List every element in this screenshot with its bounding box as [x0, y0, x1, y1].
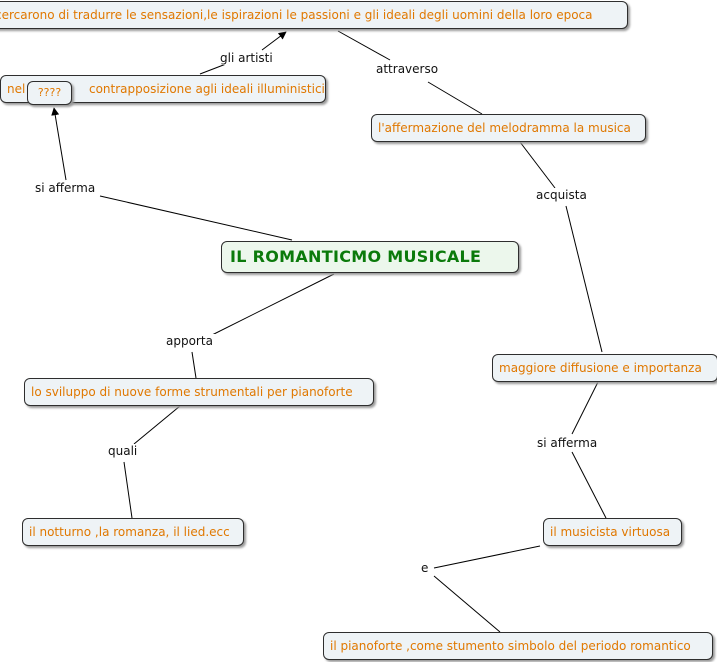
line-e-to-pianoforte: [433, 575, 501, 633]
concept-virtuosa[interactable]: il musicista virtuosa: [543, 518, 682, 546]
line-apporta-to-sviluppo: [191, 351, 197, 379]
concept-diffusione[interactable]: maggiore diffusione e importanza: [492, 354, 717, 382]
link-apporta[interactable]: apporta: [164, 334, 215, 348]
link-e[interactable]: e: [419, 561, 431, 575]
line-acquista-to-diffusione: [565, 205, 603, 353]
concept-unknown[interactable]: ????: [27, 81, 72, 105]
link-attraverso[interactable]: attraverso: [374, 62, 441, 76]
line-diffusione-to-si-afferma: [571, 381, 599, 435]
concept-contrapposizione-text: contrapposizione agli ideali illuministi…: [88, 82, 325, 96]
link-acquista[interactable]: acquista: [534, 188, 589, 202]
link-gli-artisti[interactable]: gli artisti: [218, 51, 275, 65]
arrow-gli-artisti-to-top: [261, 31, 287, 51]
concept-top[interactable]: cercarono di tradurre le sensazioni,le i…: [0, 1, 628, 29]
link-si-afferma-1[interactable]: si afferma: [33, 181, 98, 195]
line-nel-to-gli-artisti: [199, 63, 227, 75]
concept-pianoforte[interactable]: il pianoforte ,come stumento simbolo del…: [323, 632, 713, 660]
concept-sviluppo[interactable]: lo sviluppo di nuove forme strumentali p…: [24, 378, 374, 406]
concept-melodramma[interactable]: l'affermazione del melodramma la musica: [371, 114, 646, 142]
link-si-afferma-2[interactable]: si afferma: [535, 436, 600, 450]
line-si-afferma-to-virtuosa: [571, 451, 607, 519]
line-top-to-attraverso: [337, 30, 391, 61]
concept-nel-text: nel: [7, 82, 26, 96]
link-quali[interactable]: quali: [106, 444, 140, 458]
line-main-to-apporta: [209, 273, 335, 337]
line-main-to-si-afferma: [99, 195, 293, 241]
line-melodramma-to-acquista: [519, 141, 556, 189]
line-quali-to-notturno: [123, 461, 133, 519]
line-sviluppo-to-quali: [133, 405, 181, 445]
concept-notturno[interactable]: il notturno ,la romanza, il lied.ecc: [22, 518, 244, 546]
concept-main-title[interactable]: IL ROMANTICMO MUSICALE: [221, 241, 519, 273]
line-attraverso-to-melodramma: [427, 81, 483, 115]
line-virtuosa-to-e: [433, 545, 541, 569]
arrow-si-afferma-to-unknown: [51, 107, 67, 181]
